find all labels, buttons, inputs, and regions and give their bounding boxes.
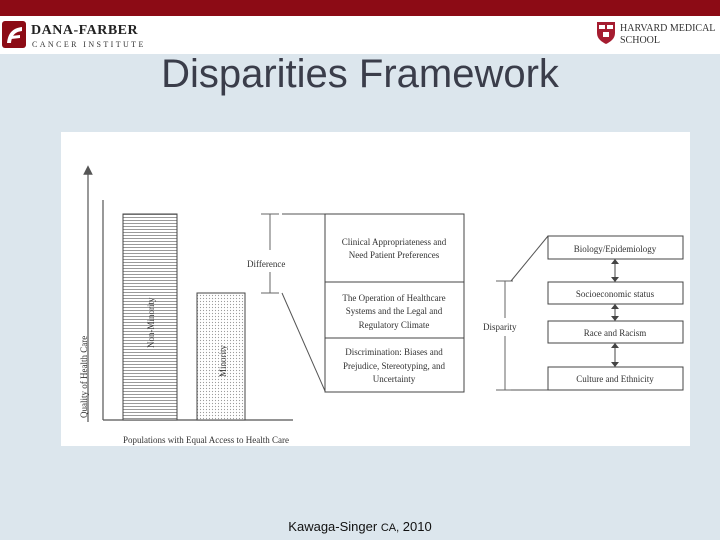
box1-line2: Need Patient Preferences [349,250,440,260]
factor-arrow-up-3 [611,343,619,348]
slide-title: Disparities Framework [161,52,559,96]
box2-line1: The Operation of Healthcare [342,293,445,303]
citation-initials: CA, [380,522,400,534]
factor-arrow-down-2 [611,316,619,321]
factor-biology-label: Biology/Epidemiology [574,244,657,254]
top-accent-bar [0,0,720,16]
citation-author: Kawaga-Singer [288,519,378,534]
x-axis-label: Populations with Equal Access to Health … [123,435,289,445]
box2-line2: Systems and the Legal and [346,306,443,316]
box3-line3: Uncertainty [373,374,416,384]
factor-arrow-up-1 [611,259,619,264]
disparity-label: Disparity [483,322,517,332]
box2-line3: Regulatory Climate [359,320,430,330]
citation-year: 2010 [402,519,432,534]
y-axis-label: Quality of Health Care [79,336,89,418]
bar-minority [196,292,246,421]
factor-arrow-up-2 [611,304,619,309]
bar-minority-label: Minority [218,344,228,377]
difference-label: Difference [247,259,285,269]
center-box-group [324,213,465,393]
bar-nonminority [122,213,178,421]
factor-race-label: Race and Racism [584,328,646,338]
factor-culture-label: Culture and Ethnicity [576,374,654,384]
citation: Kawaga-Singer CA, 2010 [0,519,720,534]
harvard-medical-logo: HARVARD MEDICAL SCHOOL [596,20,720,50]
box3-line1: Discrimination: Biases and [345,347,443,357]
box1-line1: Clinical Appropriateness and [342,237,447,247]
box3-line2: Prejudice, Stereotyping, and [343,361,445,371]
bar-nonminority-label: Non-Minority [146,297,156,348]
harvard-logo-line1: HARVARD MEDICAL [620,23,716,34]
connector-bottom [281,292,326,392]
dana-farber-logo-icon [2,21,26,48]
factor-connector-top [510,235,549,282]
factor-arrow-down-1 [611,277,619,282]
dana-farber-subtitle: CANCER INSTITUTE [32,40,146,49]
disparities-diagram: Quality of Health Care Populations with … [61,132,690,446]
factor-socioeconomic-label: Socioeconomic status [576,289,655,299]
factor-arrow-down-3 [611,362,619,367]
dana-farber-name: DANA-FARBER [31,23,139,38]
harvard-shield-icon [597,22,615,44]
harvard-logo-line2: SCHOOL [620,35,661,46]
dana-farber-logo: DANA-FARBER CANCER INSTITUTE [0,18,150,52]
